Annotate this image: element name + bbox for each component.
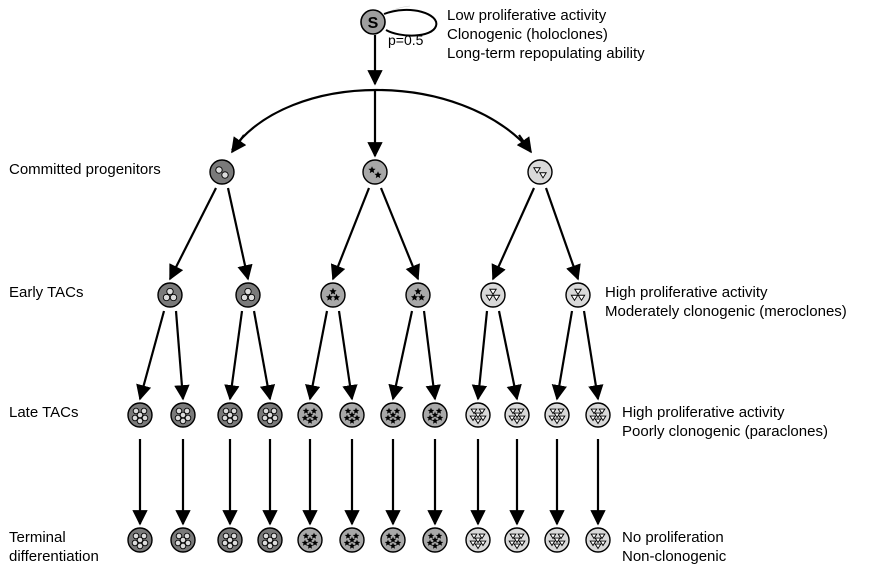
late-tac-description: High proliferative activity Poorly clono… (622, 403, 828, 441)
stem-symbol: S (368, 15, 379, 32)
late-desc-line-1: High proliferative activity (622, 404, 785, 421)
arrow-early-to-late (337, 310, 358, 401)
arrow-early-to-late (551, 310, 574, 401)
late-desc-line-2: Poorly clonogenic (paraclones) (622, 423, 828, 440)
stem-desc-line-2: Clonogenic (holoclones) (447, 26, 608, 43)
arc-arrow-right (516, 134, 532, 154)
terminal-desc-line-1: No proliferation (622, 529, 724, 546)
early-desc-line-1: High proliferative activity (605, 284, 768, 301)
arrow-committed-to-early (330, 187, 371, 281)
arrow-early-to-late (252, 310, 276, 401)
stem-description: Low proliferative activity Clonogenic (h… (447, 6, 645, 63)
arrow-early-to-late (388, 310, 414, 401)
cells-layer: Sp=0.5 (127, 9, 611, 553)
arrow-early-to-late (471, 310, 489, 401)
arrow-committed-to-early (226, 187, 253, 281)
arrow-committed-to-early (169, 187, 217, 281)
arrow-early-to-late (305, 310, 329, 401)
self-renewal-loop (383, 9, 438, 37)
arrow-early-to-late (422, 310, 441, 401)
row-label-terminal: Terminal differentiation (9, 528, 99, 566)
row-label-committed: Committed progenitors (9, 161, 161, 178)
row-label-early: Early TACs (9, 284, 84, 301)
stem-cell (360, 9, 386, 35)
stem-desc-line-1: Low proliferative activity (447, 7, 607, 24)
arrow-early-to-late (497, 310, 522, 401)
arrow-early-to-late (582, 310, 604, 401)
terminal-description: No proliferation Non-clonogenic (622, 528, 726, 566)
arrow-committed-to-early (544, 187, 581, 281)
arrow-committed-to-early (491, 187, 536, 281)
row-label-late: Late TACs (9, 404, 79, 421)
early-tac-description: High proliferative activity Moderately c… (605, 283, 847, 321)
arrow-early-to-late (136, 310, 166, 401)
early-desc-line-2: Moderately clonogenic (meroclones) (605, 303, 847, 320)
self-renewal-probability: p=0.5 (388, 32, 424, 48)
arrow-early-to-late (224, 310, 244, 401)
arrows-layer (132, 5, 606, 526)
terminal-desc-line-2: Non-clonogenic (622, 548, 727, 565)
arrow-committed-to-early (379, 187, 420, 281)
arc-arrow-left (231, 134, 247, 154)
row-label-terminal-line-1: Terminal (9, 529, 66, 546)
arrow-early-to-late (174, 310, 190, 401)
row-label-terminal-line-2: differentiation (9, 548, 99, 565)
branch-arc (231, 88, 531, 151)
stem-desc-line-3: Long-term repopulating ability (447, 45, 645, 62)
